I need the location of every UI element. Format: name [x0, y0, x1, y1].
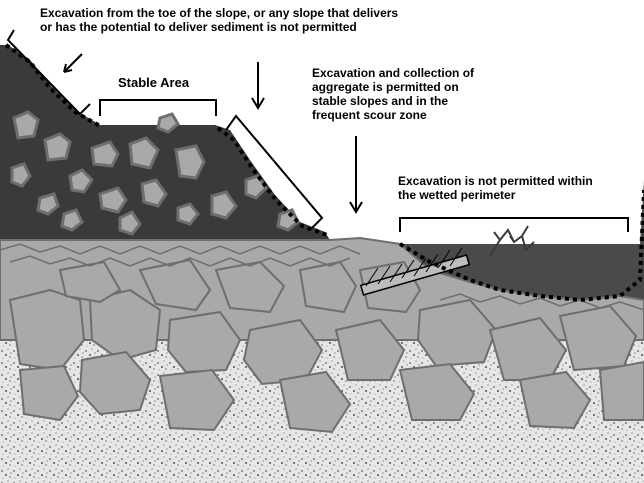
collection-permitted-label: Excavation and collection of aggregate i…	[312, 66, 572, 122]
wetted-perimeter-label: Excavation is not permitted within the w…	[398, 174, 638, 202]
stable-area-label: Stable Area	[118, 76, 189, 90]
toe-excavation-label: Excavation from the toe of the slope, or…	[40, 6, 600, 34]
